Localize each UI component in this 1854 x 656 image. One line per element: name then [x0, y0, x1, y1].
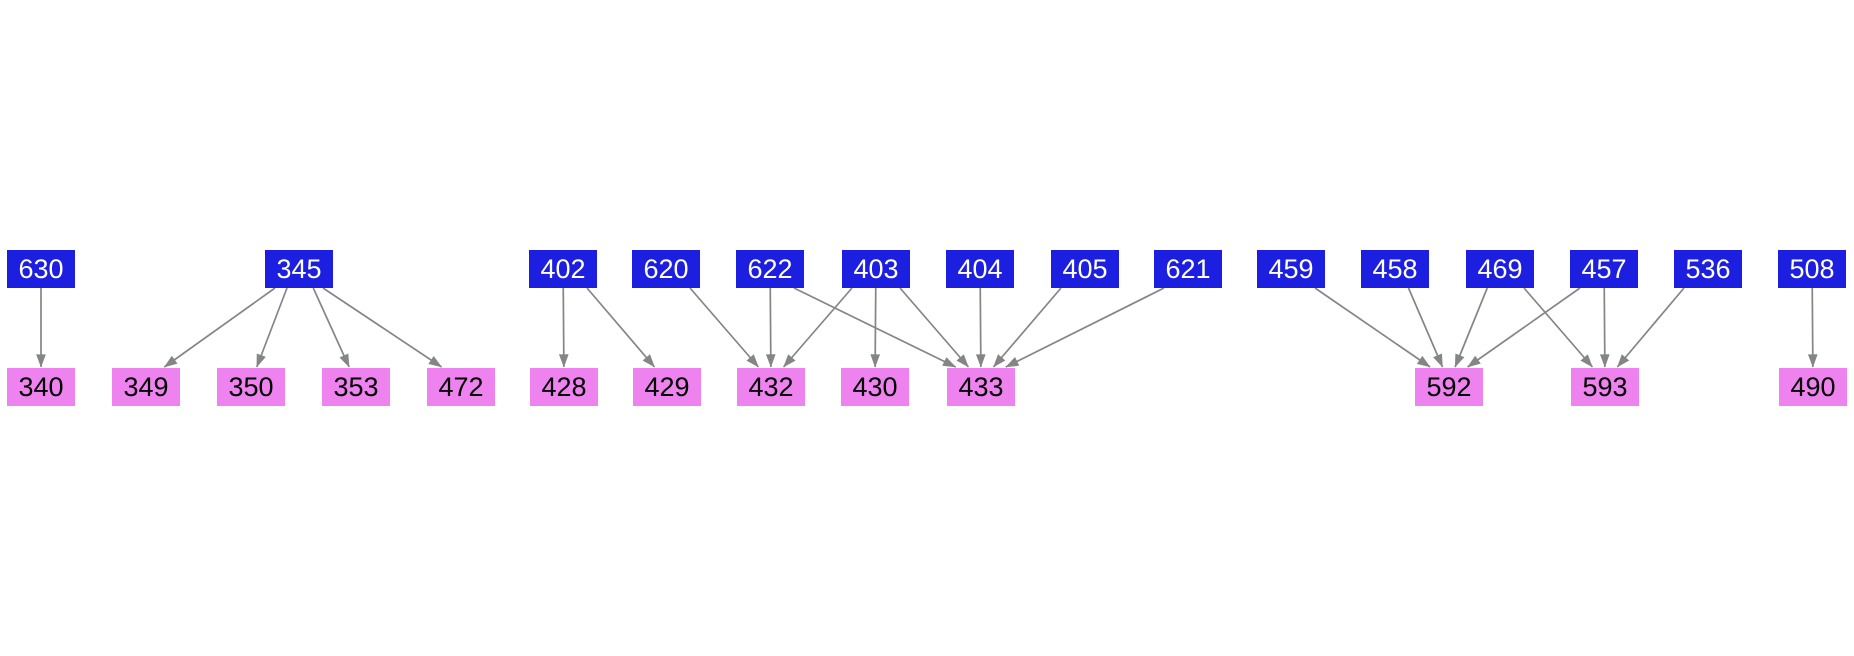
- node-459: 459: [1257, 250, 1325, 288]
- node-404: 404: [946, 250, 1014, 288]
- node-433: 433: [947, 368, 1015, 406]
- node-458: 458: [1361, 250, 1429, 288]
- edge-457-592: [1467, 287, 1581, 368]
- edge-459-592: [1314, 287, 1431, 368]
- edge-402-428: [558, 287, 569, 368]
- node-508: 508: [1778, 250, 1846, 288]
- edge-508-490: [1807, 287, 1818, 368]
- edge-620-432: [689, 287, 760, 368]
- edge-404-433: [975, 287, 986, 368]
- node-428: 428: [530, 368, 598, 406]
- node-593: 593: [1571, 368, 1639, 406]
- edge-536-593: [1616, 287, 1685, 368]
- edge-469-592: [1454, 287, 1489, 368]
- node-620: 620: [632, 250, 700, 288]
- edge-345-350: [255, 287, 288, 368]
- node-405: 405: [1051, 250, 1119, 288]
- node-353: 353: [322, 368, 390, 406]
- node-349: 349: [112, 368, 180, 406]
- node-457: 457: [1570, 250, 1638, 288]
- edge-345-472: [322, 287, 443, 368]
- node-340: 340: [7, 368, 75, 406]
- edge-345-353: [312, 287, 350, 368]
- edge-345-349: [163, 287, 276, 368]
- edge-403-432: [782, 287, 853, 368]
- node-469: 469: [1466, 250, 1534, 288]
- node-429: 429: [633, 368, 701, 406]
- node-432: 432: [737, 368, 805, 406]
- node-592: 592: [1415, 368, 1483, 406]
- edge-469-593: [1523, 287, 1594, 368]
- node-430: 430: [841, 368, 909, 406]
- edge-622-432: [765, 287, 776, 368]
- edge-405-433: [992, 287, 1062, 368]
- node-490: 490: [1779, 368, 1847, 406]
- node-472: 472: [427, 368, 495, 406]
- node-403: 403: [842, 250, 910, 288]
- node-536: 536: [1674, 250, 1742, 288]
- edge-457-593: [1599, 287, 1610, 368]
- edge-458-592: [1407, 287, 1444, 368]
- node-350: 350: [217, 368, 285, 406]
- edge-621-433: [1005, 287, 1165, 368]
- node-621: 621: [1154, 250, 1222, 288]
- edge-403-433: [899, 287, 970, 368]
- node-622: 622: [736, 250, 804, 288]
- edge-402-429: [586, 287, 656, 368]
- node-630: 630: [7, 250, 75, 288]
- edge-403-430: [870, 287, 881, 368]
- node-345: 345: [265, 250, 333, 288]
- node-402: 402: [529, 250, 597, 288]
